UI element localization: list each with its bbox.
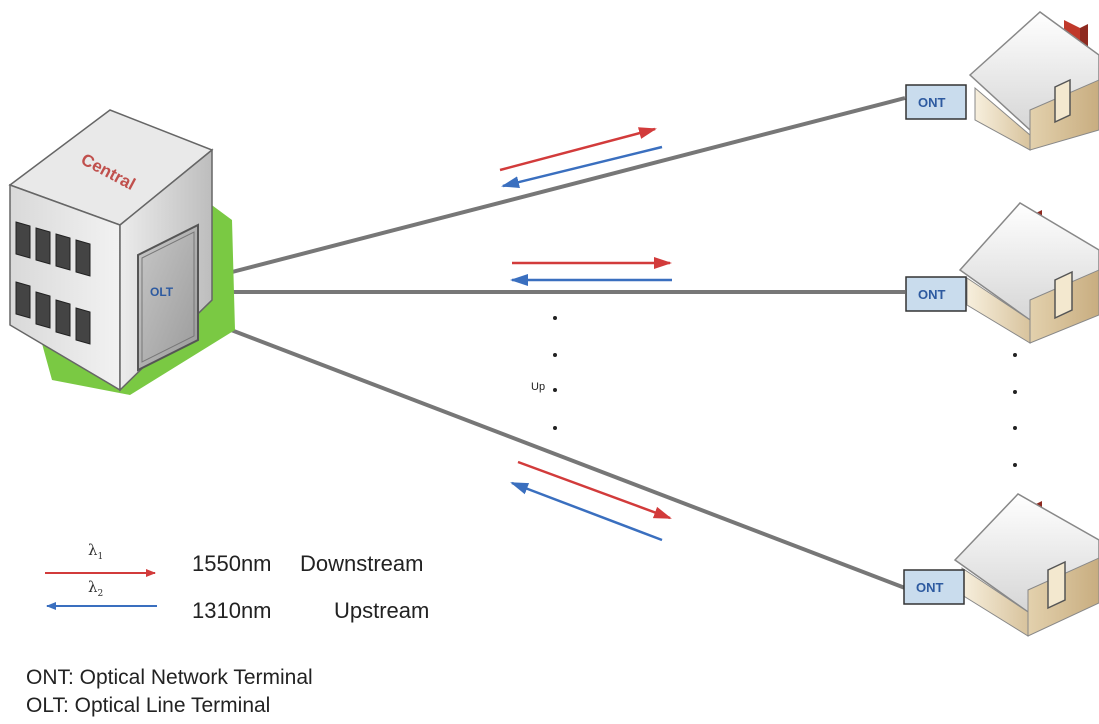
middle-label: Up [531,381,545,393]
legend-downstream-direction: Downstream [300,551,424,576]
upstream-arrow-top [501,145,663,189]
house-middle [958,202,1099,344]
signal-arrows [499,127,672,542]
ont-box-middle [905,276,967,312]
olt-label: OLT [150,285,174,299]
note-olt-abbr: OLT [26,694,63,717]
olt-panel [137,223,199,372]
downstream-arrow-top [499,127,657,172]
legend-downstream-wavelength: 1550nm [192,551,272,576]
fiber-line-top [204,96,906,281]
downstream-arrow-bottom [517,460,672,520]
ont-box-bottom [903,569,965,605]
house-top [968,11,1099,151]
legend-lambda-1: λ1 [88,541,104,562]
ellipsis-dots-center [553,316,557,430]
fiber-links [204,96,906,590]
ont-box-top [905,84,967,120]
note-ont: ONT: Optical Network Terminal [26,666,313,690]
upstream-arrow-bottom [510,481,663,542]
note-olt: OLT: Optical Line Terminal [26,694,270,718]
house-bottom [953,493,1099,637]
central-office-building [8,109,235,395]
ont-label-middle: ONT [918,287,946,302]
note-ont-abbr: ONT [26,666,68,689]
note-ont-text: : Optical Network Terminal [68,666,313,689]
legend-lambda-2: λ2 [88,578,104,599]
note-olt-text: : Optical Line Terminal [62,694,271,717]
ellipsis-dots-right [1013,353,1017,467]
ont-label-top: ONT [918,95,946,110]
ont-label-bottom: ONT [916,580,944,595]
legend-upstream-wavelength: 1310nm [192,598,272,623]
fiber-line-bottom [204,318,906,590]
legend-upstream-direction: Upstream [334,598,430,623]
